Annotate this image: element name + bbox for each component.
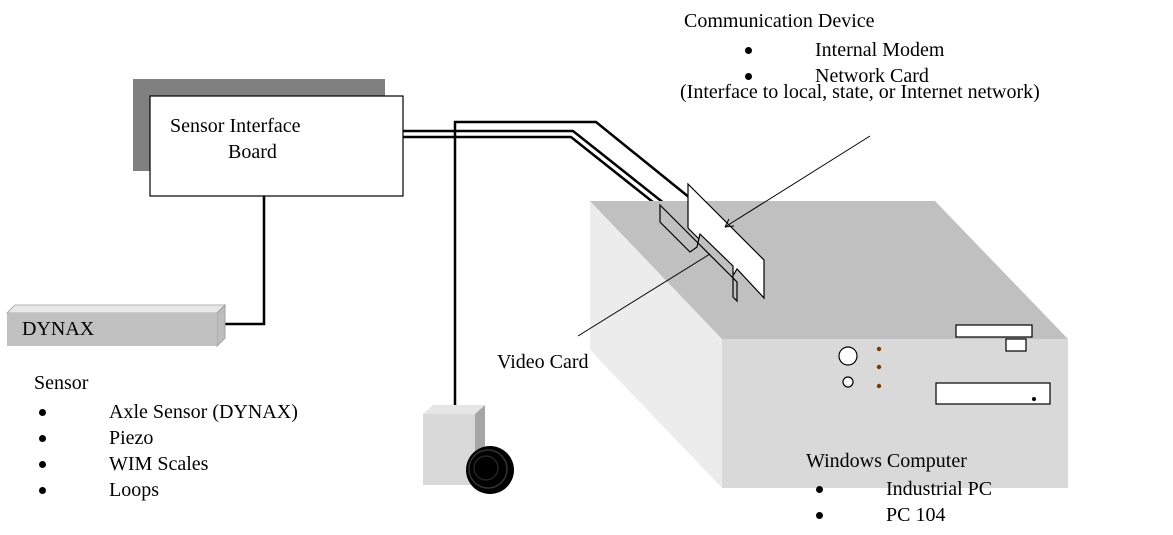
board-to-dynax-cable [207,196,266,326]
camera-cable [453,120,691,415]
windows-computer-list: Industrial PC PC 104 [811,477,992,529]
communication-device-list: Internal Modem Network Card [740,38,944,90]
list-item: Piezo [34,426,298,452]
led-1 [876,346,882,352]
sensor-title: Sensor [34,372,89,394]
list-item: Network Card [740,64,944,90]
led-3 [876,383,882,389]
camera-lens-ring [468,449,508,489]
floppy-eject [1005,338,1027,352]
network-card [687,182,765,300]
dynax-bar-top [5,304,227,314]
list-item: Industrial PC [811,477,992,503]
video-card-pointer [577,253,711,337]
windows-computer-title: Windows Computer [806,450,967,472]
list-item: PC 104 [811,503,992,529]
list-item: Axle Sensor (DYNAX) [34,400,298,426]
camera-top [423,405,485,414]
board-label-line2: Board [228,141,277,163]
computer-left-side [590,201,722,488]
cd-drive [935,382,1051,405]
camera-lens-inner [473,455,499,481]
board-to-card-cable-b [403,135,669,215]
led-2 [876,364,882,370]
list-item: Loops [34,478,298,504]
communication-device-note: (Interface to local, state, or Internet … [680,81,1040,103]
network-card-arrowhead-b [724,218,730,228]
dynax-bar [7,313,217,346]
cd-drive-button [1032,397,1036,401]
sensor-interface-board-label: Sensor Interface Board [150,113,403,196]
dynax-bar-end [216,303,226,348]
list-item: Internal Modem [740,38,944,64]
sensor-interface-board [149,95,404,197]
board-to-card-cable-a [403,129,671,209]
list-item: WIM Scales [34,452,298,478]
reset-button [842,376,854,388]
communication-device-title: Communication Device [684,10,875,32]
power-button [838,346,858,366]
video-card [659,203,738,303]
network-card-pointer [724,135,871,228]
computer-front [722,339,1068,488]
floppy-drive [955,324,1033,338]
network-card-arrowhead-a [724,225,735,228]
video-card-label: Video Card [497,351,589,373]
sensor-list: Axle Sensor (DYNAX) Piezo WIM Scales Loo… [34,400,298,504]
dynax-label: DYNAX [22,318,95,340]
board-label-line1: Sensor Interface [170,115,301,137]
